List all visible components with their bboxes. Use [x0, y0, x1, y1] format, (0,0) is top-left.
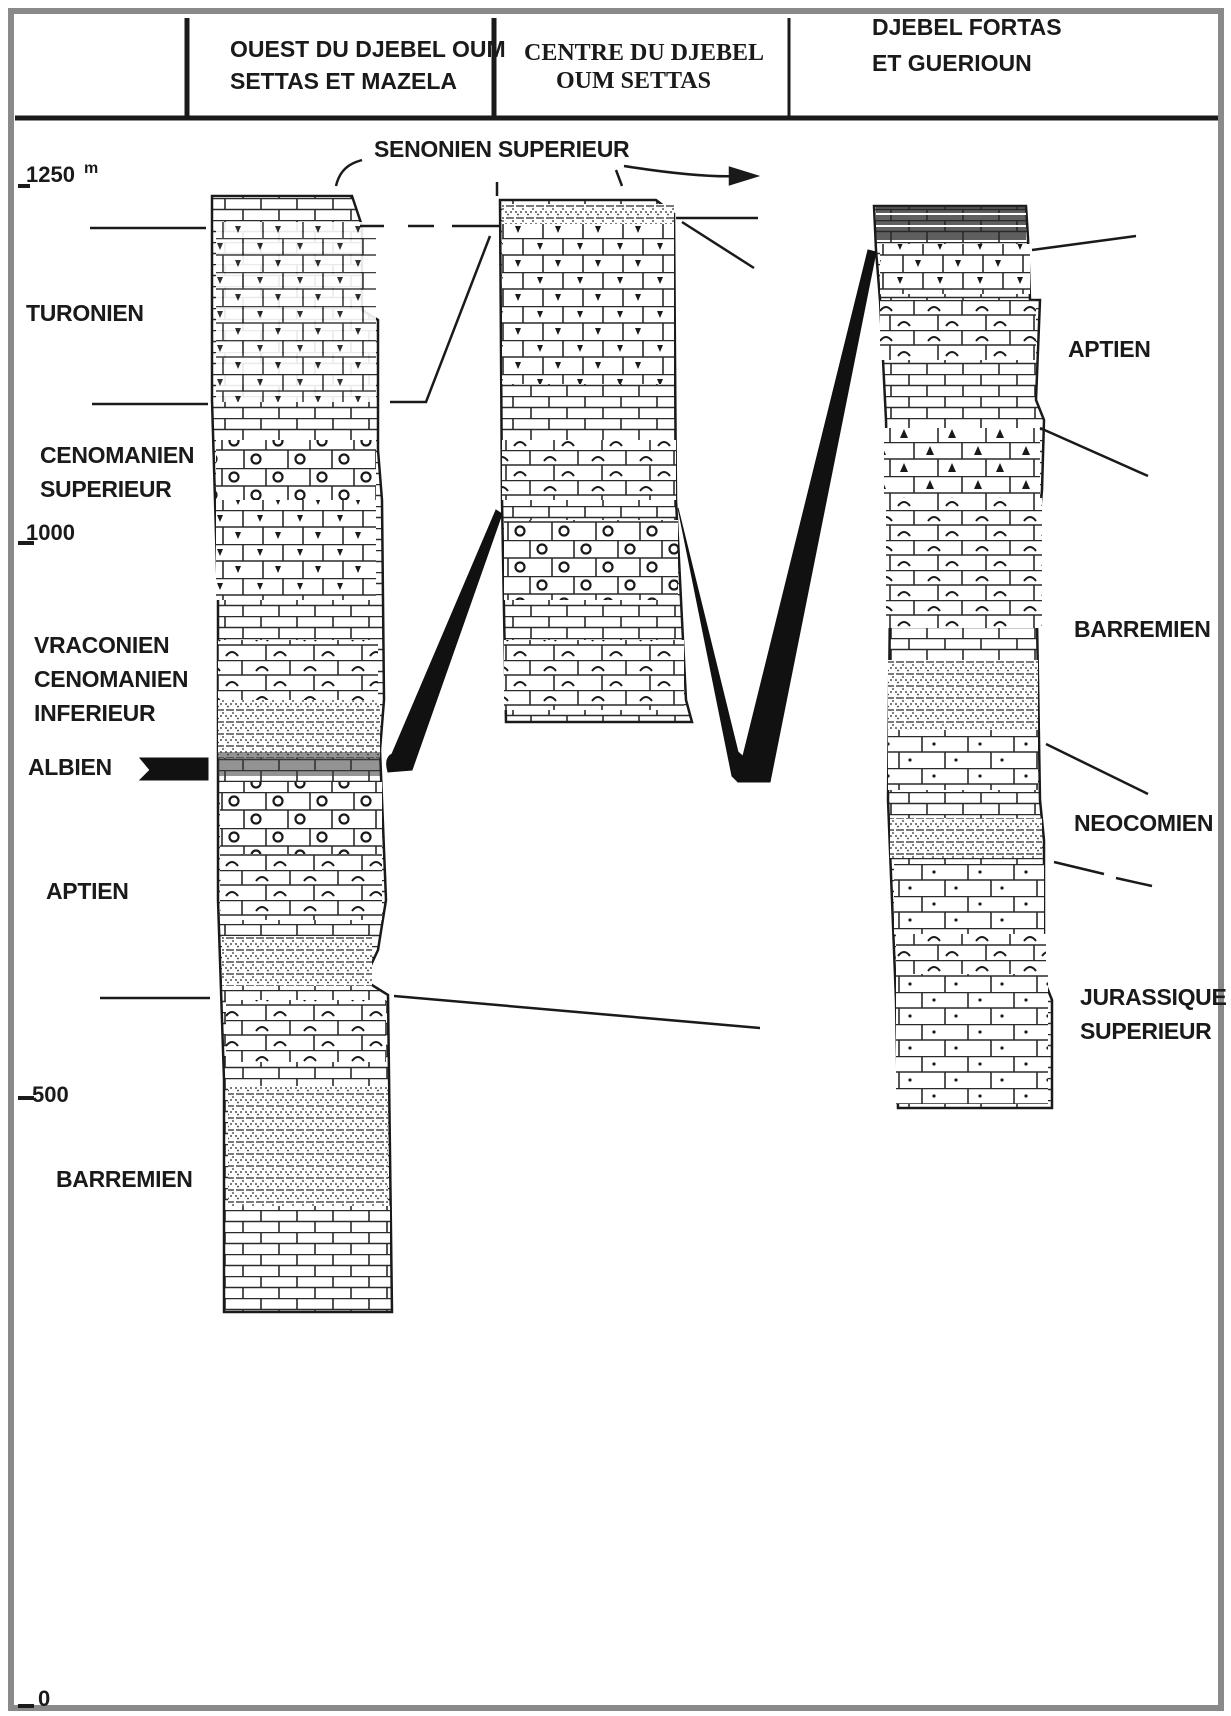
label-senonien-superieur: SENONIEN SUPERIEUR [374, 132, 629, 166]
scale-unit: m [84, 160, 98, 178]
label-jurassique-1: JURASSIQUE [1080, 980, 1227, 1014]
header-col1-line2: SETTAS ET MAZELA [230, 66, 457, 96]
header-col1-line1: OUEST DU DJEBEL OUM [230, 34, 506, 64]
header-col3-line2: ET GUERIOUN [872, 48, 1032, 78]
label-cenomanien-sup-1: CENOMANIEN [40, 438, 194, 472]
scale-0: 0 [38, 1686, 50, 1712]
label-aptien-right: APTIEN [1068, 332, 1151, 366]
label-barremien-right: BARREMIEN [1074, 612, 1211, 646]
label-vraconien-2: CENOMANIEN [34, 662, 188, 696]
scale-500: 500 [32, 1082, 69, 1108]
scale-1000: 1000 [26, 520, 75, 546]
scale-ticks [18, 186, 34, 1706]
label-albien: ALBIEN [28, 750, 112, 784]
column-fortas [874, 206, 1052, 1108]
label-turonien: TURONIEN [26, 296, 144, 330]
label-barremien-left: BARREMIEN [56, 1162, 193, 1196]
label-jurassique-2: SUPERIEUR [1080, 1014, 1212, 1048]
column-centre [500, 200, 692, 722]
column-west [212, 196, 392, 1312]
label-neocomien: NEOCOMIEN [1074, 806, 1213, 840]
header-col2-line1: CENTRE DU DJEBEL [524, 38, 764, 68]
label-cenomanien-sup-2: SUPERIEUR [40, 472, 172, 506]
scale-1250: 1250 [26, 162, 75, 188]
header-col3-line1: DJEBEL FORTAS [872, 12, 1062, 42]
header-col2-line2: OUM SETTAS [556, 66, 711, 96]
label-vraconien-3: INFERIEUR [34, 696, 155, 730]
label-aptien-left: APTIEN [46, 874, 129, 908]
label-vraconien-1: VRACONIEN [34, 628, 169, 662]
